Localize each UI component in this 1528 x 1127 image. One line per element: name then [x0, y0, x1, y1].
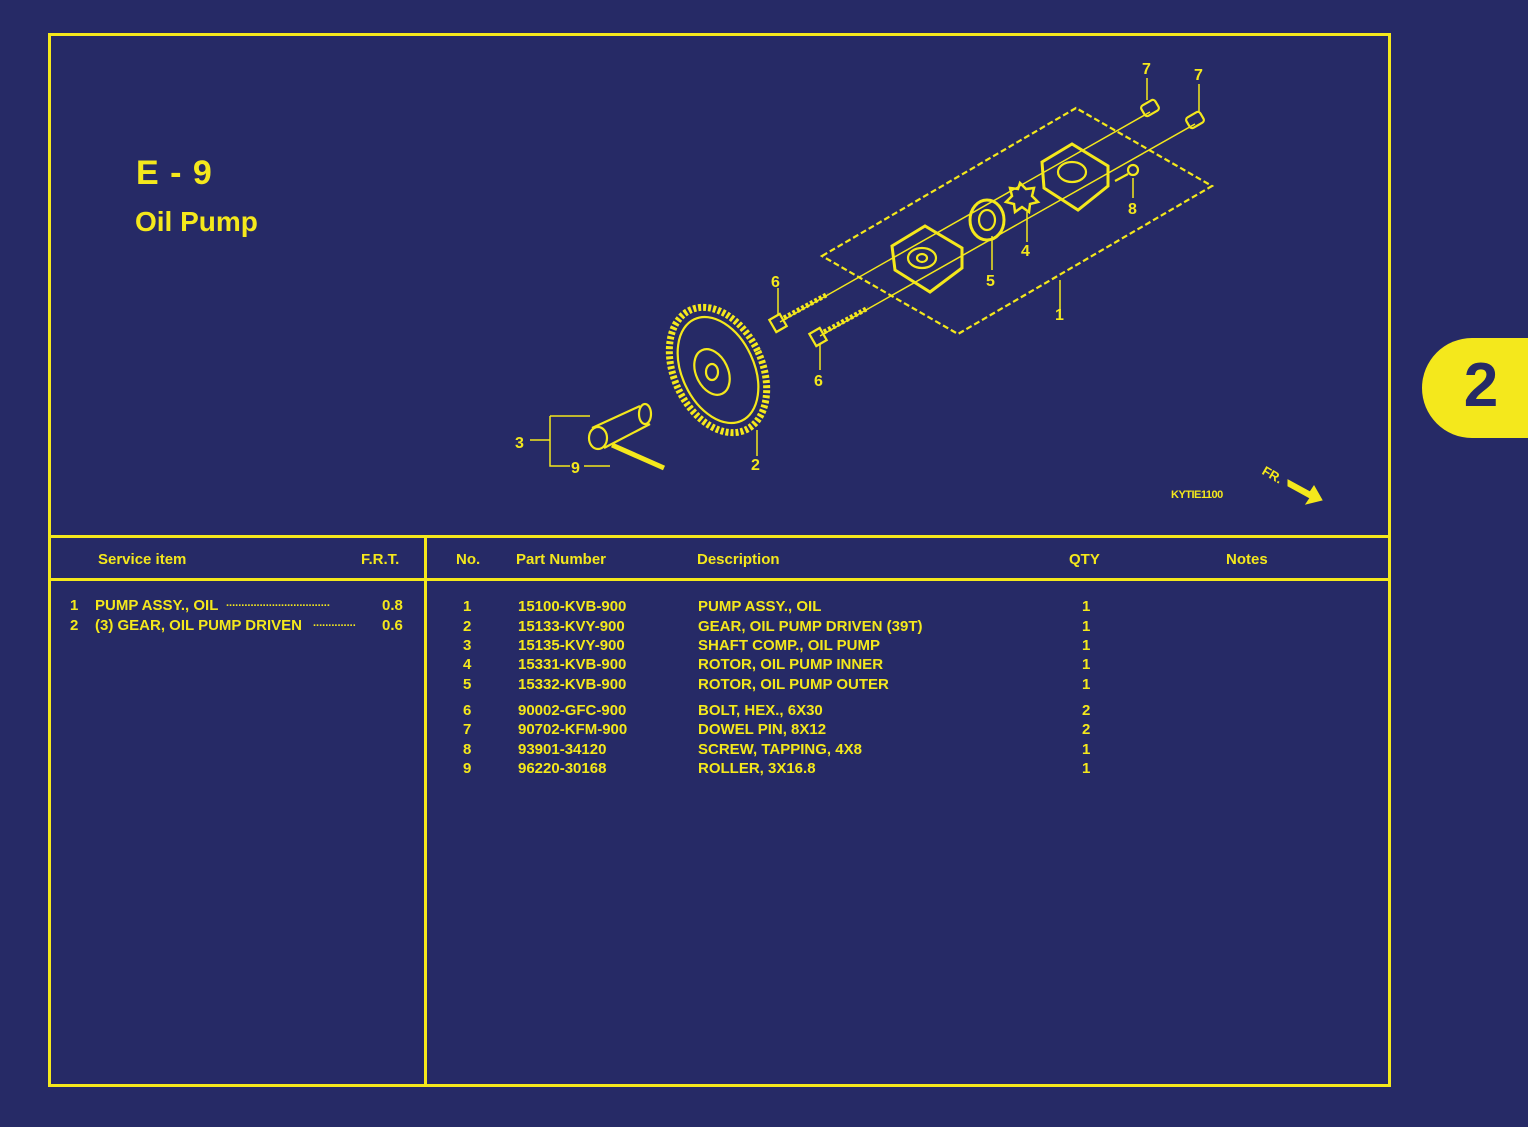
part-qty: 2 — [1082, 721, 1091, 738]
section-title: Oil Pump — [135, 206, 258, 237]
assembly-outline — [819, 106, 1215, 336]
part-no: 8 — [463, 741, 472, 758]
part-qty: 1 — [1082, 741, 1091, 758]
part-no: 3 — [463, 637, 472, 654]
part-part-number: 15100-KVB-900 — [518, 598, 627, 615]
part-no: 9 — [463, 760, 472, 777]
service-no: 2 — [70, 617, 79, 634]
part-no: 7 — [463, 721, 472, 738]
service-leader-dots: .................................. — [226, 597, 330, 609]
roller-pin — [610, 442, 666, 471]
service-no: 1 — [70, 597, 79, 614]
part-no: 1 — [463, 598, 472, 615]
callout-5: 5 — [986, 273, 995, 290]
part-part-number: 90002-GFC-900 — [518, 702, 627, 719]
section-tab-number: 2 — [1463, 351, 1499, 420]
part-description: DOWEL PIN, 8X12 — [698, 721, 827, 738]
hex-bolt-1 — [767, 291, 830, 334]
part-part-number: 90702-KFM-900 — [518, 721, 628, 738]
header-description: Description — [697, 551, 780, 568]
service-frt: 0.8 — [382, 597, 403, 614]
callout-leaders — [530, 78, 1200, 467]
service-item: PUMP ASSY., OIL — [95, 597, 219, 614]
part-no: 5 — [463, 676, 472, 693]
callout-7b: 7 — [1194, 67, 1203, 84]
header-bottom-rule — [48, 578, 1388, 581]
part-description: ROLLER, 3X16.8 — [698, 760, 816, 777]
part-qty: 1 — [1082, 598, 1091, 615]
part-no: 4 — [463, 656, 472, 673]
part-qty: 1 — [1082, 618, 1091, 635]
callout-3: 3 — [515, 435, 524, 452]
part-part-number: 15331-KVB-900 — [518, 656, 627, 673]
oil-pump-driven-gear — [665, 303, 771, 437]
part-description: SCREW, TAPPING, 4X8 — [698, 741, 862, 758]
direction-label: FR. — [1260, 463, 1286, 486]
callout-2: 2 — [751, 457, 760, 474]
part-description: PUMP ASSY., OIL — [698, 598, 822, 615]
part-qty: 1 — [1082, 760, 1091, 777]
pump-body-front — [890, 224, 964, 294]
hex-bolt-2 — [807, 305, 870, 348]
header-no: No. — [456, 551, 481, 568]
callout-8: 8 — [1128, 201, 1137, 218]
part-part-number: 15135-KVY-900 — [518, 637, 625, 654]
part-part-number: 15133-KVY-900 — [518, 618, 625, 635]
part-qty: 1 — [1082, 656, 1091, 673]
part-part-number: 96220-30168 — [518, 760, 607, 777]
front-direction-arrow — [1287, 479, 1323, 505]
part-description: SHAFT COMP., OIL PUMP — [698, 637, 880, 654]
callout-1: 1 — [1055, 307, 1064, 324]
exploded-parts-diagram: 7 7 8 4 5 1 6 6 2 3 9 FR. — [515, 61, 1323, 505]
header-notes: Notes — [1226, 551, 1268, 568]
dowel-pin-1 — [1140, 98, 1160, 118]
part-description: GEAR, OIL PUMP DRIVEN (39T) — [698, 618, 923, 635]
outer-rotor — [968, 198, 1006, 242]
pump-body-rear — [1040, 142, 1110, 212]
oil-pump-shaft — [587, 402, 653, 451]
part-description: ROTOR, OIL PUMP INNER — [698, 656, 884, 673]
part-part-number: 15332-KVB-900 — [518, 676, 627, 693]
diagram-code: KYTIE1100 — [1171, 489, 1223, 501]
part-description: ROTOR, OIL PUMP OUTER — [698, 676, 889, 693]
tapping-screw — [1114, 163, 1140, 182]
callout-7a: 7 — [1142, 61, 1151, 78]
part-qty: 1 — [1082, 676, 1091, 693]
part-qty: 1 — [1082, 637, 1091, 654]
inner-rotor — [1003, 180, 1041, 215]
header-qty: QTY — [1069, 551, 1100, 568]
header-service-item: Service item — [98, 551, 187, 568]
section-tab — [1422, 338, 1528, 438]
header-part-number: Part Number — [516, 551, 607, 568]
part-no: 2 — [463, 618, 472, 635]
part-description: BOLT, HEX., 6X30 — [698, 702, 823, 719]
service-frt: 0.6 — [382, 617, 403, 634]
part-no: 6 — [463, 702, 472, 719]
callout-6a: 6 — [771, 274, 780, 291]
part-qty: 2 — [1082, 702, 1091, 719]
dowel-pin-2 — [1185, 110, 1205, 130]
header-frt: F.R.T. — [361, 551, 400, 568]
callout-9: 9 — [571, 460, 580, 477]
part-part-number: 93901-34120 — [518, 741, 607, 758]
table-top-rule — [48, 535, 1388, 538]
section-code: E - 9 — [136, 154, 213, 192]
page-frame — [48, 33, 1391, 1087]
callout-4: 4 — [1021, 243, 1030, 260]
service-leader-dots: .............. — [313, 617, 356, 629]
service-item: (3) GEAR, OIL PUMP DRIVEN — [95, 617, 302, 634]
callout-6b: 6 — [814, 373, 823, 390]
table-divider — [424, 536, 427, 1084]
